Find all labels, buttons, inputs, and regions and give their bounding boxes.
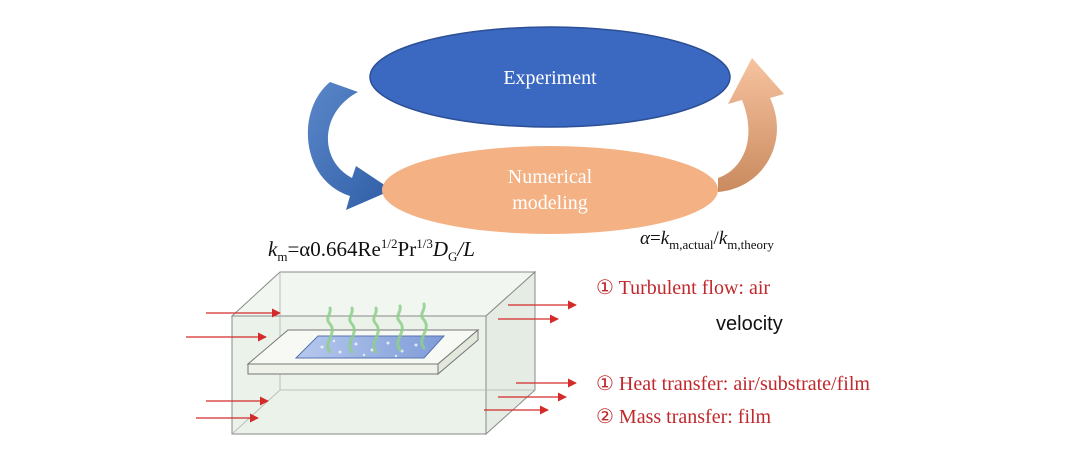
experiment-label: Experiment (503, 67, 597, 89)
substrate-front (247, 363, 439, 375)
modeling-label-line2: modeling (512, 192, 588, 214)
heat-transfer-label: ① Heat transfer: air/substrate/film (596, 373, 870, 395)
outlet-flow-arrows (484, 300, 577, 415)
film-dots (320, 339, 418, 358)
turbulent-flow-label: ① Turbulent flow: air (596, 277, 771, 299)
mass-transfer-label: ② Mass transfer: film (596, 406, 772, 428)
experiment-ellipse (369, 26, 731, 128)
correction-factor-formula: α=km,actual/km,theory (640, 228, 774, 252)
substrate-side (437, 328, 479, 376)
chamber-top-face (230, 271, 537, 317)
flow-chamber (230, 270, 537, 436)
numerical-modeling-ellipse (382, 146, 718, 234)
left-cycle-arrow (307, 82, 392, 210)
modeling-label-line1: Numerical (508, 166, 593, 188)
mass-transfer-coefficient-formula: km=α0.664Re1/2Pr1/3DG/L (268, 236, 475, 265)
vapor-wisps (326, 302, 428, 354)
velocity-label: velocity (716, 313, 783, 335)
inlet-flow-arrows (186, 308, 281, 423)
right-cycle-arrow (718, 58, 784, 192)
